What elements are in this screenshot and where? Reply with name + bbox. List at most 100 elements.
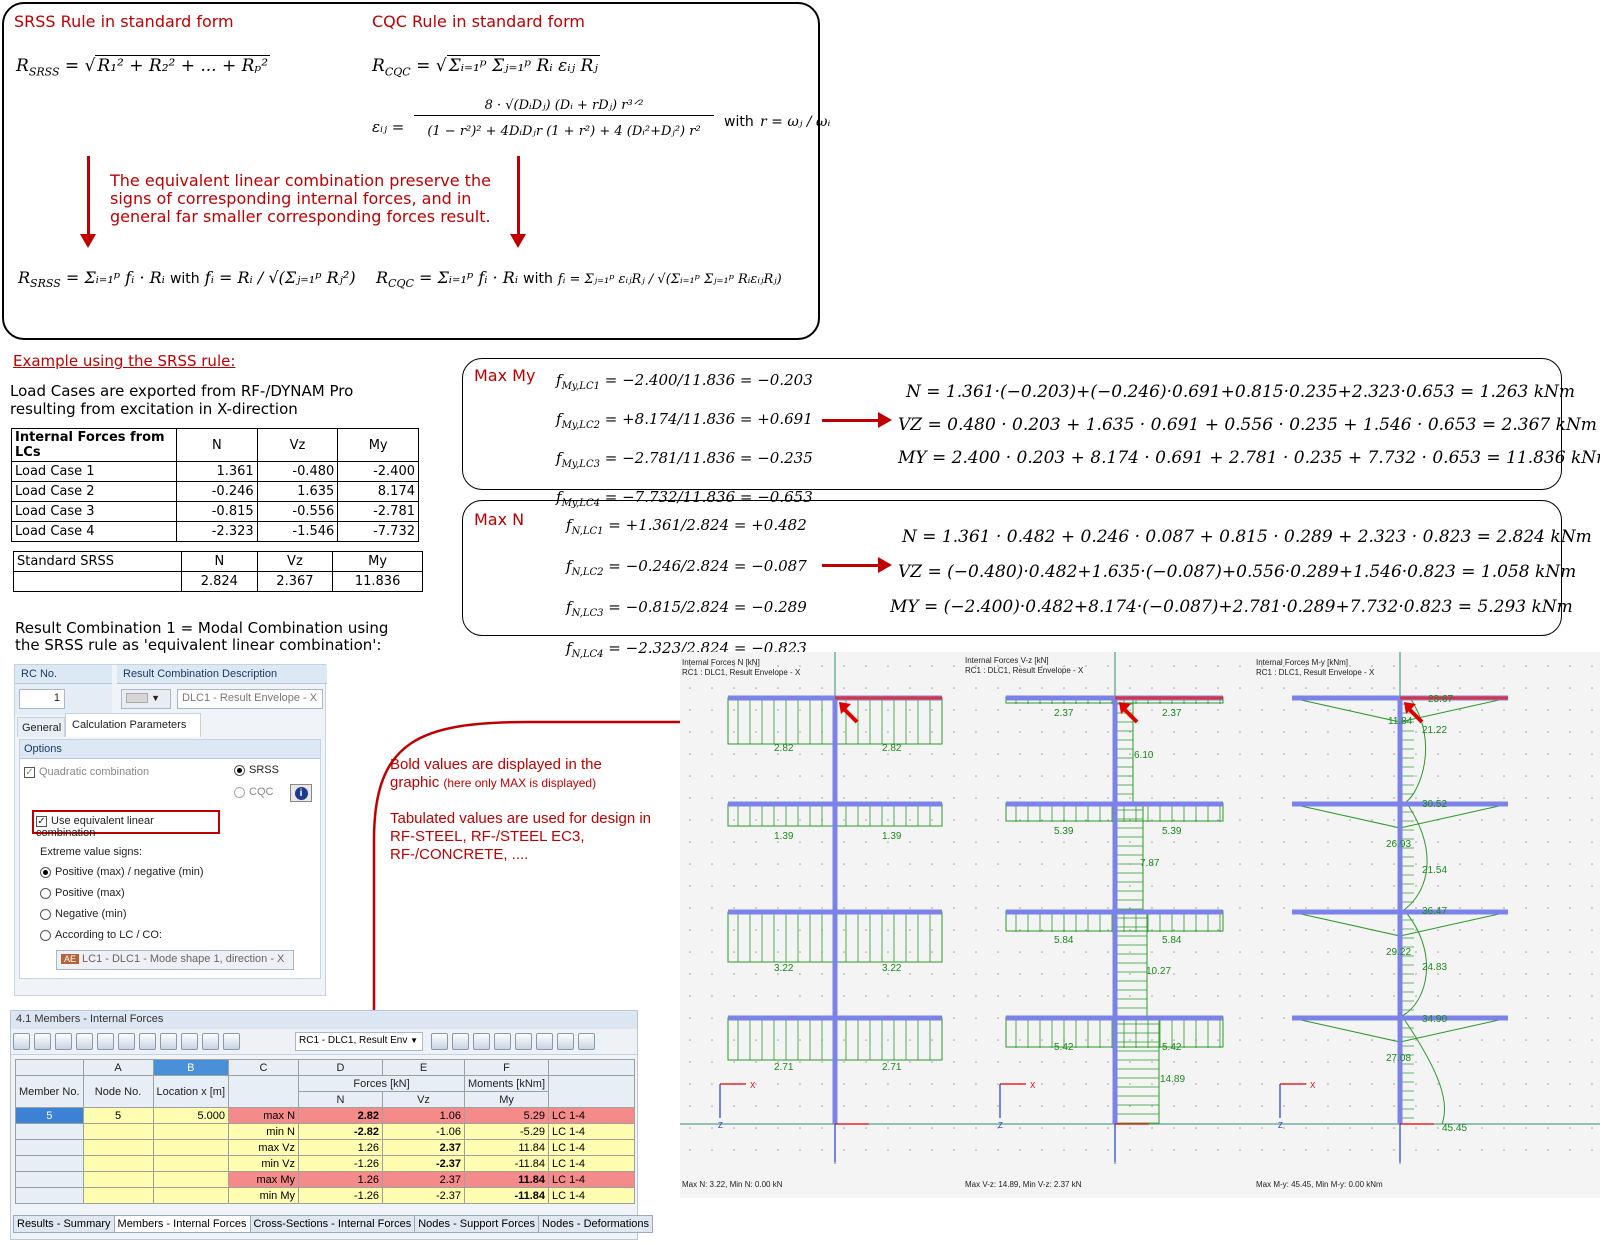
grid-dot [821,863,823,865]
grid-dot [865,907,867,909]
extreme-option-neg[interactable]: Negative (min) [40,908,127,920]
bottom-tab[interactable]: Cross-Sections - Internal Forces [249,1215,416,1233]
srss-radio[interactable]: SRSS [234,764,279,776]
bottom-tab[interactable]: Results - Summary [13,1215,115,1233]
grid-dot [1591,775,1593,777]
toolbar-icon[interactable] [452,1033,469,1050]
grid-dot [1195,907,1197,909]
grid-dot [1393,819,1395,821]
chevron-down-icon: ▼ [410,1036,419,1045]
grid-dot [1437,1083,1439,1085]
toolbar-icon[interactable] [557,1033,574,1050]
grid-dot [777,753,779,755]
n-value-label: 2.71 [882,1062,902,1073]
grid-dot [1217,1127,1219,1129]
cqc-radio[interactable]: CQC [234,786,273,798]
grid-dot [1195,1105,1197,1107]
grid-dot [997,753,999,755]
bottom-tab[interactable]: Members - Internal Forces [113,1215,251,1233]
quadratic-checkbox[interactable]: ✓Quadratic combination [24,766,150,778]
grid-dot [711,819,713,821]
grid-dot [865,841,867,843]
grid-dot [931,687,933,689]
use-equivalent-checkbox[interactable]: ✓Use equivalent linear combination [32,810,220,839]
grid-dot [865,731,867,733]
grid-dot [1305,819,1307,821]
rc-no-input[interactable]: 1 [19,689,65,709]
toolbar-icon[interactable] [536,1033,553,1050]
grid-dot [1305,863,1307,865]
combo-select[interactable]: RC1 - DLC1, Result Env ▼ [295,1032,423,1051]
grid-dot [1239,731,1241,733]
tab-calculation-parameters[interactable]: Calculation Parameters [65,713,201,737]
grid-dot [1371,731,1373,733]
grid-dot [1151,1039,1153,1041]
grid-dot [975,885,977,887]
grid-dot [1239,665,1241,667]
grid-dot [865,995,867,997]
grid-dot [1107,995,1109,997]
grid-dot [1525,907,1527,909]
toolbar-icon[interactable] [578,1033,595,1050]
grid-dot [1107,1149,1109,1151]
toolbar-icon[interactable] [76,1033,93,1050]
toolbar-icon[interactable] [473,1033,490,1050]
desc-input[interactable]: DLC1 - Result Envelope - X [177,689,323,709]
toolbar-icon[interactable] [55,1033,72,1050]
toolbar-icon[interactable] [34,1033,51,1050]
extreme-option-pos-neg[interactable]: Positive (max) / negative (min) [40,866,204,878]
tab-general[interactable]: General [17,717,65,737]
grid-dot [1371,907,1373,909]
info-button[interactable]: i [290,784,312,802]
grid-dot [689,775,691,777]
toolbar-icon[interactable] [202,1033,219,1050]
toolbar-icon[interactable] [118,1033,135,1050]
grid-dot [1547,753,1549,755]
example-heading: Example using the SRSS rule: [13,352,236,370]
grid-dot [1019,1105,1021,1107]
bottom-tab[interactable]: Nodes - Support Forces [414,1215,540,1233]
lc-header-title: Internal Forces from LCs [11,428,177,462]
grid-dot [1327,665,1329,667]
grid-dot [953,1017,955,1019]
toolbar-icon[interactable] [515,1033,532,1050]
header-my: My [464,1091,550,1108]
grid-dot [1437,775,1439,777]
grid-dot [711,753,713,755]
grid-dot [865,863,867,865]
vz-value-label: 5.39 [1162,826,1182,837]
grid-dot [1349,775,1351,777]
color-dropdown[interactable]: ▼ [121,689,171,709]
grid-dot [1591,819,1593,821]
grid-dot [909,1061,911,1063]
toolbar-icon[interactable] [97,1033,114,1050]
grid-dot [887,885,889,887]
toolbar-icon[interactable] [494,1033,511,1050]
toolbar-icon[interactable] [431,1033,448,1050]
grid-dot [1305,1039,1307,1041]
grid-dot [1415,929,1417,931]
toolbar-icon[interactable] [13,1033,30,1050]
toolbar-icon[interactable] [160,1033,177,1050]
grid-dot [1591,1149,1593,1151]
toolbar-icon[interactable] [181,1033,198,1050]
factor-row: fN,LC1 = +1.361/2.824 = +0.482 [566,516,807,537]
table-row: Load Case 2 -0.246 1.635 8.174 [11,481,419,502]
grid-dot [931,951,933,953]
toolbar-icon[interactable] [139,1033,156,1050]
bottom-tab[interactable]: Nodes - Deformations [538,1215,654,1233]
toolbar-icon[interactable] [223,1033,240,1050]
extreme-option-lc[interactable]: According to LC / CO: [40,929,162,941]
grid-dot [799,709,801,711]
rc-note: Result Combination 1 = Modal Combination… [15,620,389,654]
pointer-arrow-head-icon [1404,702,1416,714]
grid-dot [689,1039,691,1041]
extreme-option-pos[interactable]: Positive (max) [40,887,125,899]
